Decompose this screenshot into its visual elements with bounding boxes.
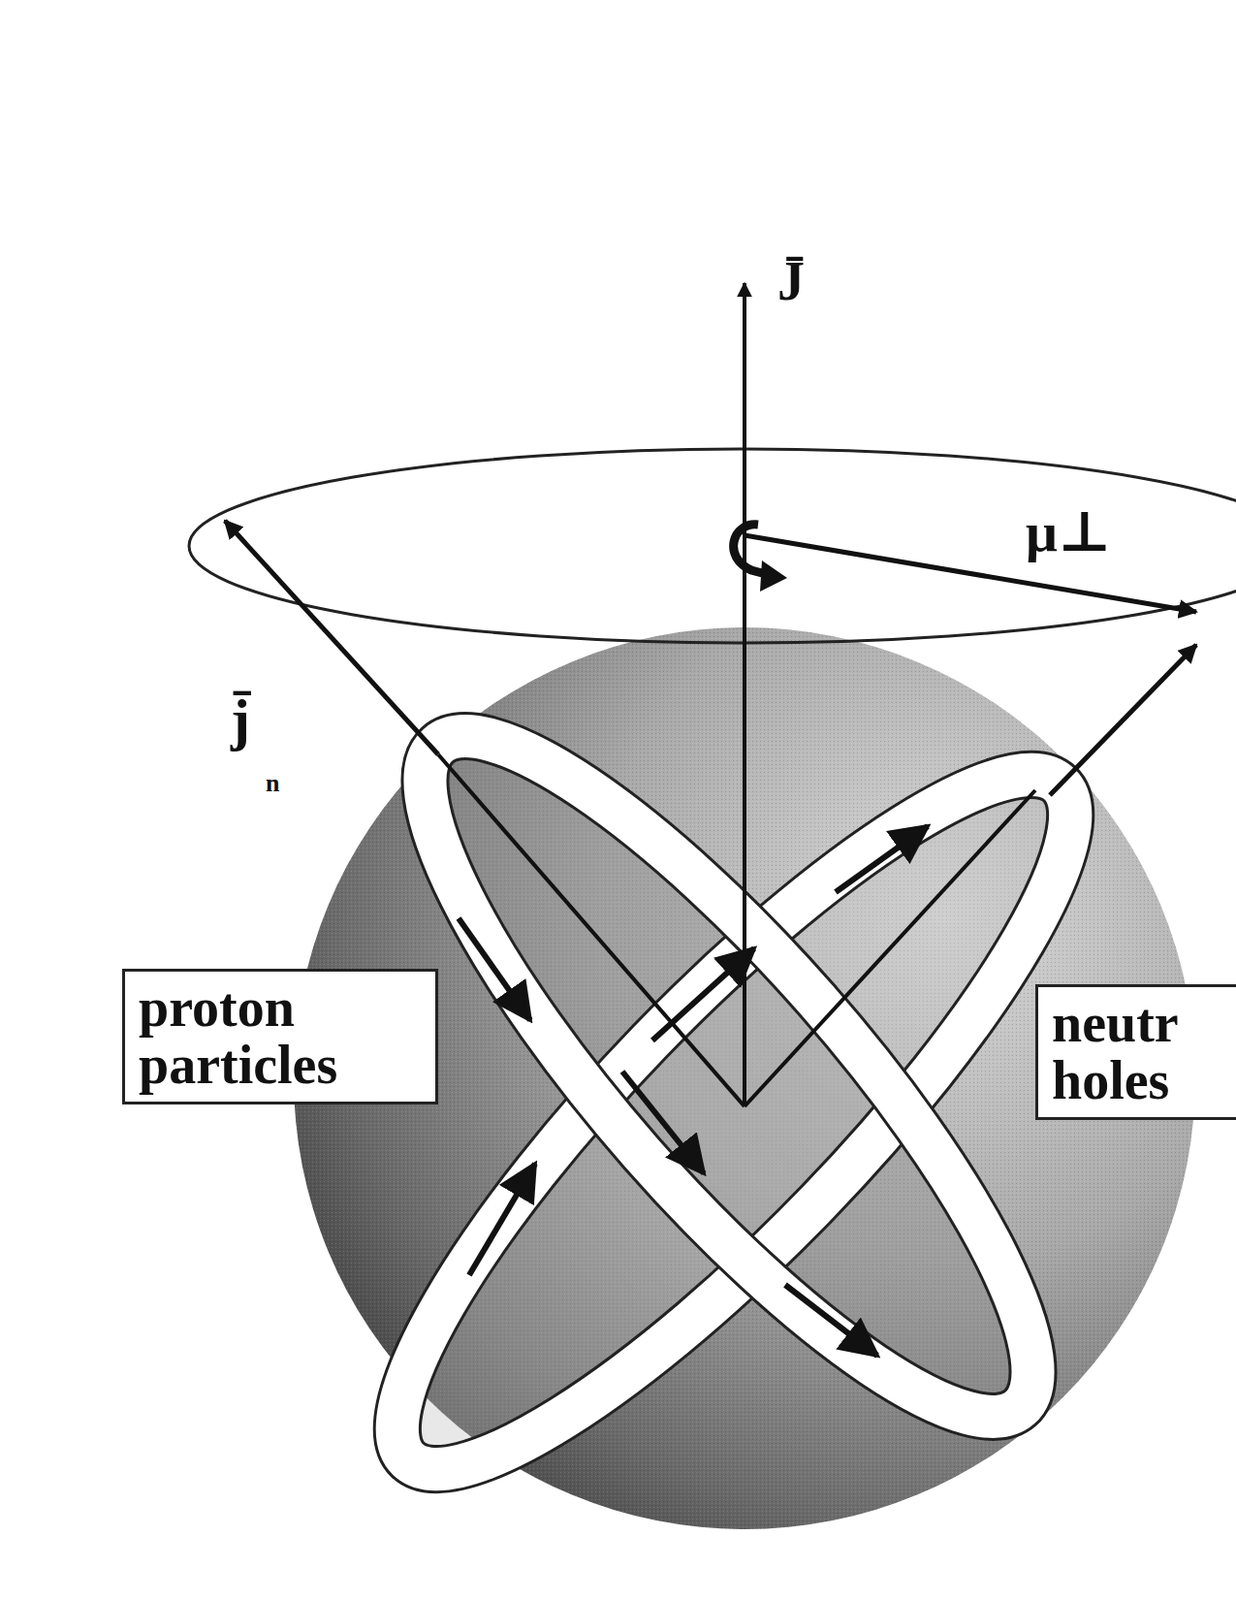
box-text: neutr holes [1051, 994, 1227, 1110]
total-spin-axis [742, 283, 747, 1107]
proton-loop [350, 667, 1109, 1485]
box-text: proton particles [138, 979, 422, 1094]
label-box: proton particles [122, 968, 439, 1105]
spin-lines [438, 754, 1036, 1107]
magnetic-moment-vector [744, 535, 1197, 612]
precession-cone [189, 448, 1236, 643]
subscript-label: n [265, 770, 280, 796]
neutron-spin-label: j̄ [230, 690, 251, 749]
moment-label: μ⊥ [1025, 504, 1112, 561]
rotation-arrowhead [760, 560, 788, 592]
neutron-spin-vector [224, 520, 439, 755]
rotation-symbol [733, 524, 766, 574]
proton-spin-vector [1049, 644, 1197, 795]
proton-loop-outline [350, 667, 1109, 1485]
total-spin-label: J̄ [777, 253, 805, 309]
current-arrows [458, 825, 928, 1356]
label-box: neutr holes [1035, 983, 1236, 1120]
